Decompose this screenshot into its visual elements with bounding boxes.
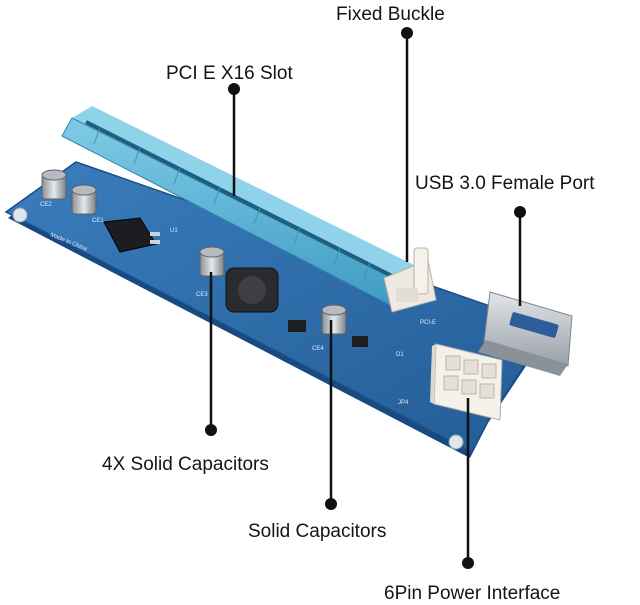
callout-dot [228, 83, 240, 95]
callout-4x-solid-capacitors: 4X Solid Capacitors [102, 454, 269, 475]
usb-port-tongue [509, 312, 559, 338]
capacitor [321, 304, 347, 335]
callout-power-interface: 6Pin Power Interface [384, 583, 561, 604]
capacitor [41, 169, 67, 200]
board-mark-ce1: CE1 [92, 218, 104, 224]
board-mark-ce2: CE2 [40, 202, 52, 208]
callout-solid-capacitors: Solid Capacitors [248, 521, 387, 542]
board-mark-ce3: CE3 [196, 292, 208, 298]
board-mark-ce4: CE4 [312, 346, 324, 352]
mounting-hole [12, 207, 28, 223]
usb-3-port [478, 291, 573, 376]
board-mark-jp4: JP4 [398, 400, 409, 406]
small-ic [288, 320, 368, 347]
board-mark-pcie: PCI-E [420, 320, 436, 326]
callout-dot [514, 206, 526, 218]
mounting-hole [448, 434, 464, 450]
pcie-x16-slot [61, 106, 420, 307]
callout-dot [325, 498, 337, 510]
callout-dot [401, 27, 413, 39]
power-connector-6pin [430, 343, 503, 421]
callout-pcie-slot: PCI E X16 Slot [166, 63, 293, 84]
board-mark-d1: D1 [396, 352, 404, 358]
callout-usb-port: USB 3.0 Female Port [415, 173, 595, 194]
capacitor [199, 246, 225, 277]
capacitor [71, 184, 97, 215]
leader-lines [209, 33, 522, 563]
callout-fixed-buckle: Fixed Buckle [336, 4, 445, 25]
callout-dot [205, 424, 217, 436]
callout-dot [462, 557, 474, 569]
board-mark-u1: U1 [170, 228, 178, 234]
inductor [225, 267, 279, 313]
regulator-chip [103, 217, 160, 253]
fixed-buckle [383, 247, 437, 313]
